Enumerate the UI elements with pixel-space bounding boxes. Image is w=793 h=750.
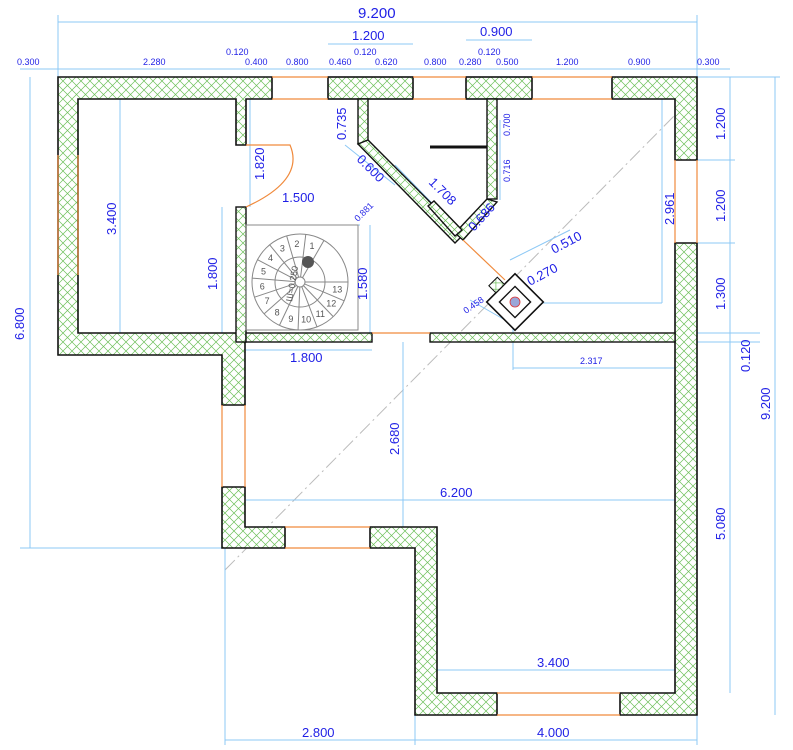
dim-label: 0.120 xyxy=(738,339,753,372)
dim-label: 9.200 xyxy=(758,387,773,420)
dim-label: 0.120 xyxy=(354,47,377,57)
window-east xyxy=(674,160,698,243)
chimney-link xyxy=(462,239,506,281)
dim-label: 1.500 xyxy=(282,190,315,205)
stair-wall xyxy=(235,206,247,343)
window-top-3 xyxy=(532,76,612,100)
dim-label: 1.300 xyxy=(713,277,728,310)
dim-label: 1.200 xyxy=(713,107,728,140)
dim-label: 0.500 xyxy=(496,57,519,67)
window-top-1 xyxy=(272,76,328,100)
stair-tread-line xyxy=(297,286,301,330)
chimney xyxy=(485,272,545,332)
dim-label: 0.800 xyxy=(286,57,309,67)
dim-label: 0.800 xyxy=(424,57,447,67)
wall-south-step xyxy=(369,526,498,716)
stair-tread-line xyxy=(257,259,296,281)
dim-label: 0.300 xyxy=(17,57,40,67)
dim-label: 0.280 xyxy=(459,57,482,67)
stair-step-number: 3 xyxy=(280,243,285,253)
dimension-labels: 9.200 1.200 0.900 0.300 2.280 0.120 0.40… xyxy=(12,5,773,740)
dim-label: 3.400 xyxy=(537,655,570,670)
wall-stub xyxy=(426,200,464,237)
dim-label: 0.458 xyxy=(461,295,485,316)
wall-top-mid xyxy=(327,76,414,100)
stair-step-number: 7 xyxy=(265,296,270,306)
dim-label: 0.900 xyxy=(628,57,651,67)
door-arc xyxy=(245,144,294,208)
stair-tread-line xyxy=(269,244,298,279)
stair-tread-line xyxy=(263,284,297,315)
dim-label: 1.200 xyxy=(352,28,385,43)
openings xyxy=(57,76,698,716)
stair-step-number: 1 xyxy=(310,241,315,251)
wall-bath-left xyxy=(357,98,369,145)
stair-step-number: 11 xyxy=(316,309,325,319)
interior-walls xyxy=(235,98,676,343)
dim-label: 1.580 xyxy=(355,267,370,300)
stair-step-number: 5 xyxy=(261,266,266,276)
stair-tread-line xyxy=(286,235,300,278)
dim-label: 2.317 xyxy=(580,356,603,366)
window-west xyxy=(57,155,79,275)
dim-label: 0.881 xyxy=(352,200,375,223)
stair-step-number: 13 xyxy=(332,285,342,295)
dim-label: 2.800 xyxy=(302,725,335,740)
window-west-lower xyxy=(221,405,246,487)
wall-southwest xyxy=(221,486,286,549)
dim-label: 0.620 xyxy=(375,57,398,67)
dim-label: 2.961 xyxy=(662,192,677,225)
dim-label: 2.680 xyxy=(387,422,402,455)
window-south-2 xyxy=(497,692,620,716)
dim-total-width: 9.200 xyxy=(358,5,396,22)
window-top-2 xyxy=(413,76,466,100)
stair-tread-line xyxy=(303,285,334,317)
stair-step-number: 8 xyxy=(275,307,280,317)
dim-label: 0.120 xyxy=(226,47,249,57)
stair-step-number: 10 xyxy=(301,315,311,325)
wall-northwest xyxy=(57,76,273,406)
stair-step-number: 4 xyxy=(268,253,273,263)
wall-east xyxy=(619,242,698,716)
dim-label: 6.800 xyxy=(12,307,27,340)
dim-label: 2.280 xyxy=(143,57,166,67)
stair-tread-line xyxy=(252,277,296,283)
dim-label: 0.735 xyxy=(334,107,349,140)
stair-tread-line xyxy=(300,234,307,278)
stair-step-number: 12 xyxy=(326,299,336,309)
stair-step-number: 2 xyxy=(294,239,299,249)
dim-label: 0.900 xyxy=(480,24,513,39)
wall-northeast xyxy=(611,76,698,161)
stair-tread-line xyxy=(278,286,299,326)
partition-right xyxy=(429,332,676,343)
dim-label: 1.200 xyxy=(556,57,579,67)
dim-label: 1.800 xyxy=(290,350,323,365)
dim-label: 3.400 xyxy=(104,202,119,235)
dim-label: 0.400 xyxy=(245,57,268,67)
dim-label: 0.700 xyxy=(502,113,512,136)
wall-bath-right xyxy=(486,98,498,200)
dim-label: 5.080 xyxy=(713,507,728,540)
dim-label: 0.460 xyxy=(329,57,352,67)
stair-tread-line xyxy=(304,283,345,302)
stair-step-number: 9 xyxy=(288,314,293,324)
dim-label: 6.200 xyxy=(440,485,473,500)
dim-label: 0.716 xyxy=(502,159,512,182)
stair-tread-line xyxy=(301,286,318,328)
dim-label: 0.120 xyxy=(478,47,501,57)
window-south-1 xyxy=(285,526,370,549)
dim-label: 1.200 xyxy=(713,189,728,222)
dim-label: 1.800 xyxy=(205,257,220,290)
stair-tread-line xyxy=(302,240,325,278)
dim-label: 0.300 xyxy=(697,57,720,67)
partition-left xyxy=(245,332,373,343)
dim-label: 4.000 xyxy=(537,725,570,740)
dim-label: 1.820 xyxy=(252,147,267,180)
stair-step-number: 6 xyxy=(260,282,265,292)
wall-top-right-a xyxy=(465,76,533,100)
stair-tread-line xyxy=(254,283,296,298)
dim-label: 0.270 xyxy=(524,260,560,289)
